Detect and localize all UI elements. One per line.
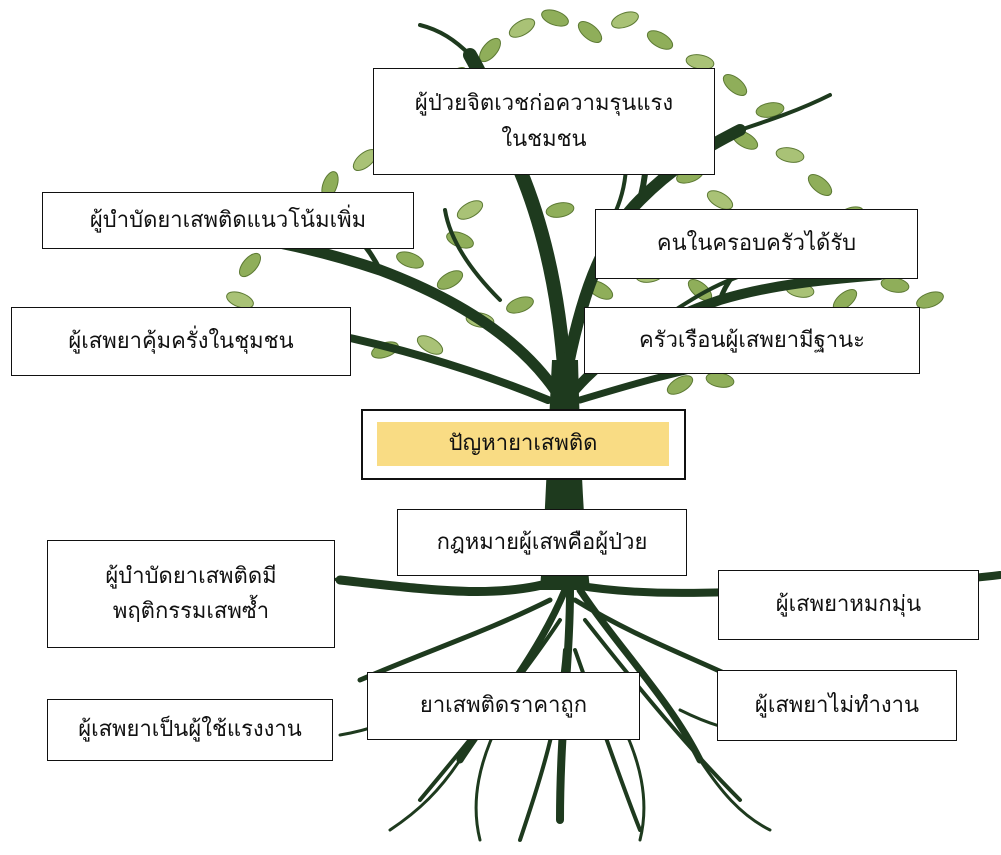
tree-leaf — [706, 190, 734, 210]
tree-leaf — [396, 251, 424, 269]
tree-root — [335, 575, 565, 597]
tree-leaf — [807, 174, 833, 196]
cause-text: กฎหมายผู้เสพคือผู้ป่วย — [436, 529, 648, 555]
cause-box-users-unemployed: ผู้เสพยาไม่ทำงาน — [717, 670, 957, 741]
tree-root — [388, 758, 462, 832]
tree-root — [698, 758, 772, 832]
tree-leaf — [577, 21, 603, 43]
core-problem-label: ปัญหายาเสพติด — [377, 422, 669, 466]
cause-box-law-users-patients: กฎหมายผู้เสพคือผู้ป่วย — [397, 509, 687, 576]
tree-leaf — [611, 11, 639, 29]
tree-leaf — [666, 375, 694, 395]
effect-box-wealthy-households: ครัวเรือนผู้เสพยามีฐานะ — [584, 307, 920, 374]
tree-leaf — [541, 9, 569, 27]
core-problem-highlight — [377, 422, 669, 466]
effect-box-psychiatric-violence: ผู้ป่วยจิตเวชก่อความรุนแรง ในชมชน — [373, 68, 715, 175]
core-problem-text: ปัญหายาเสพติด — [448, 431, 598, 457]
tree-leaf — [506, 296, 534, 314]
effect-text: ผู้บำบัดยาเสพติดแนวโน้มเพิ่ม — [89, 207, 367, 233]
effect-box-users-rampage: ผู้เสพยาคุ้มครั่งในชุมชน — [11, 307, 351, 376]
tree-branch — [418, 23, 472, 57]
cause-text-line-2: พฤติกรรมเสพซ้ำ — [112, 599, 270, 624]
tree-leaf — [226, 291, 254, 309]
effect-box-family-affected: คนในครอบครัวได้รับ — [595, 209, 918, 279]
tree-leaf — [646, 30, 674, 50]
tree-leaf — [545, 202, 575, 218]
cause-text: ผู้เสพยาเป็นผู้ใช้แรงงาน — [78, 717, 302, 743]
tree-leaf — [916, 291, 944, 309]
cause-text: ผู้เสพยาหมกมุ่น — [775, 592, 922, 618]
tree-leaf — [239, 252, 261, 278]
cause-box-users-obsessed: ผู้เสพยาหมกมุ่น — [718, 570, 979, 640]
tree-leaf — [722, 74, 748, 96]
cause-text-line-1: ผู้บำบัดยาเสพติดมี — [105, 563, 277, 589]
tree-leaf — [416, 335, 444, 355]
cause-box-relapse-behavior: ผู้บำบัดยาเสพติดมี พฤติกรรมเสพซ้ำ — [47, 540, 335, 648]
effect-text-line-2: ในชมชน — [501, 126, 587, 152]
tree-leaf — [775, 147, 805, 163]
tree-leaf — [755, 102, 785, 118]
effect-text-line-1: ผู้ป่วยจิตเวชก่อความรุนแรง — [414, 91, 674, 117]
tree-root — [357, 597, 553, 683]
tree-leaf — [436, 270, 464, 290]
cause-box-laborers: ผู้เสพยาเป็นผู้ใช้แรงงาน — [47, 699, 333, 761]
effect-text: คนในครอบครัวได้รับ — [656, 231, 857, 257]
cause-text: ยาเสพติดราคาถูก — [419, 693, 588, 719]
cause-box-cheap-drugs: ยาเสพติดราคาถูก — [367, 672, 640, 740]
effect-text: ผู้เสพยาคุ้มครั่งในชุมชน — [68, 328, 294, 354]
cause-text: ผู้เสพยาไม่ทำงาน — [754, 692, 920, 718]
effect-box-rehab-increase: ผู้บำบัดยาเสพติดแนวโน้มเพิ่ม — [42, 192, 414, 249]
tree-branch — [738, 93, 832, 132]
effect-text: ครัวเรือนผู้เสพยามีฐานะ — [639, 327, 865, 353]
tree-root — [583, 618, 742, 802]
tree-branch — [443, 208, 502, 302]
tree-leaf — [456, 200, 484, 220]
tree-leaf — [508, 18, 536, 38]
